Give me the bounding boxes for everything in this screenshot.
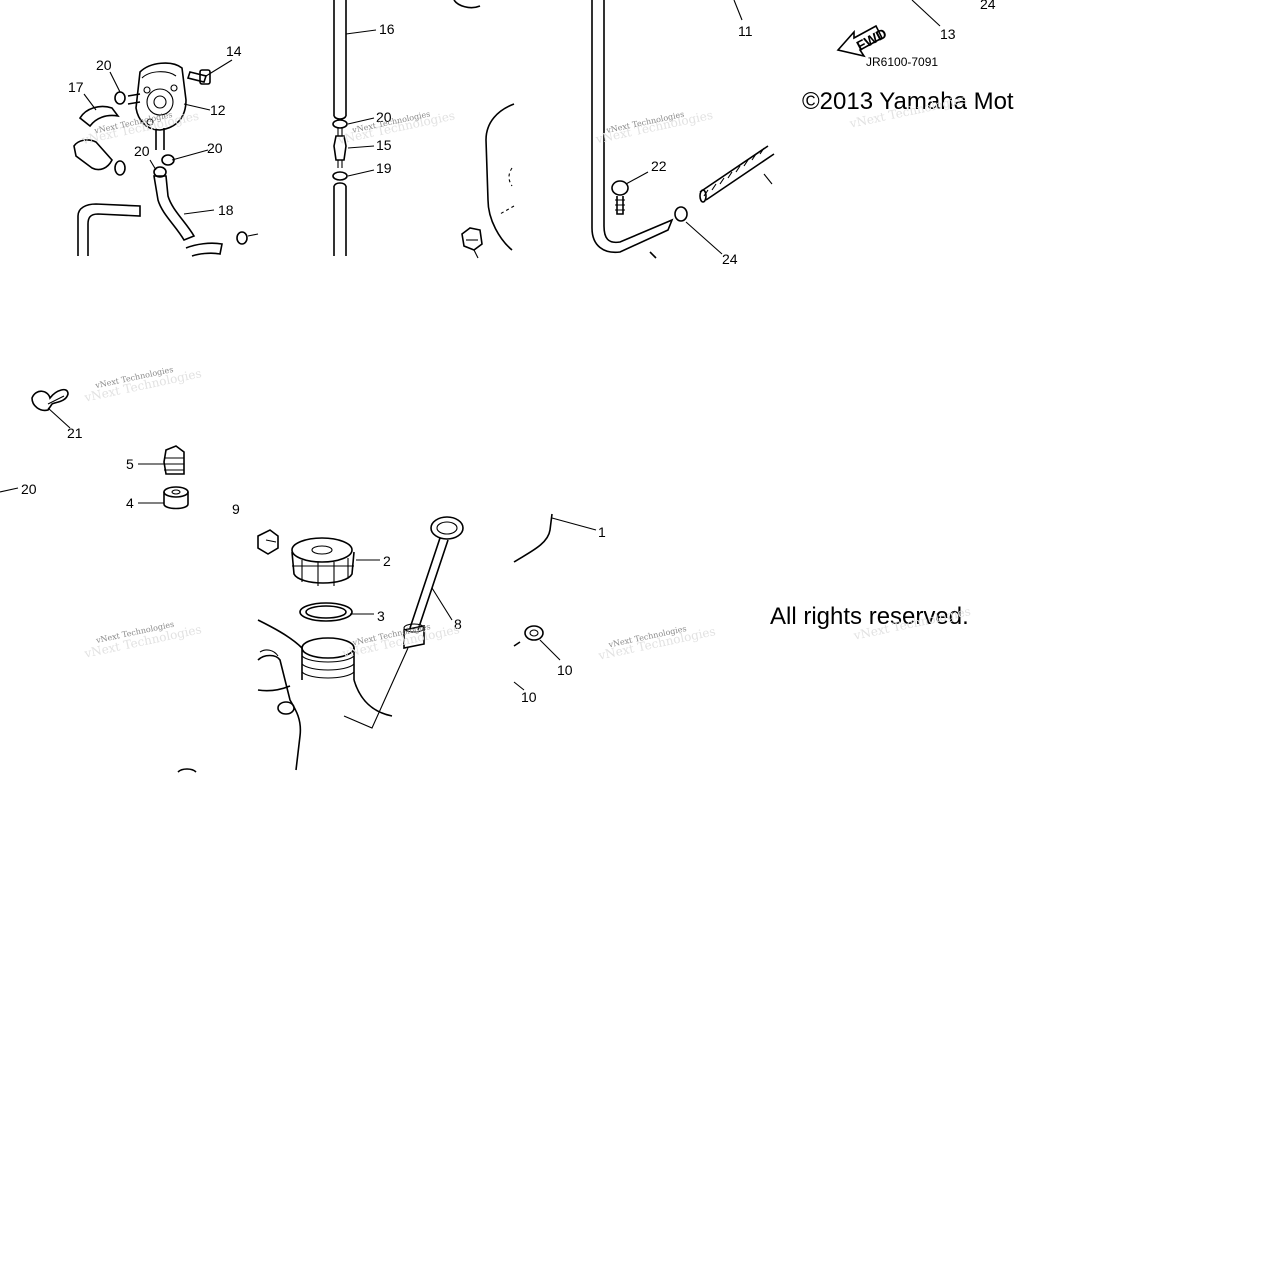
callout: 14	[226, 43, 242, 59]
callout: 20	[376, 109, 392, 125]
callout: 20	[207, 140, 223, 156]
panel-fuel-cap	[177, 529, 393, 773]
callout: 20	[21, 481, 37, 497]
callout: 10	[557, 662, 573, 678]
callout: 22	[651, 158, 667, 174]
callout: 2	[383, 553, 391, 569]
callout: 19	[376, 160, 392, 176]
panel-tank-bottom	[513, 513, 597, 691]
panel-tank-top	[453, 0, 515, 259]
callout: 11	[738, 23, 753, 39]
callout: 21	[67, 425, 83, 441]
panel-small-parts	[0, 388, 189, 510]
callout-labels: 16 14 20 17 12 20 15 20 20 19 18 11 24 1…	[21, 0, 996, 705]
callout: 15	[376, 137, 392, 153]
callout: 16	[379, 21, 395, 37]
callout: 12	[210, 102, 226, 118]
callout: 20	[134, 143, 150, 159]
drawing-code: JR6100-7091	[866, 55, 938, 69]
callout: 24	[722, 251, 738, 267]
callout: 5	[126, 456, 134, 472]
rights-text: All rights reserved.	[770, 603, 969, 630]
callout: 4	[126, 495, 134, 511]
spring	[699, 145, 775, 203]
callout: 10	[521, 689, 537, 705]
callout: 20	[96, 57, 112, 73]
callout: 1	[598, 524, 606, 540]
callout: 17	[68, 79, 84, 95]
copyright-text: ©2013 Yamaha Mot	[802, 88, 1014, 115]
fwd-arrow-icon	[836, 24, 884, 58]
hose-clip-21	[31, 388, 69, 412]
panel-fuel-pump	[73, 59, 259, 257]
panel-dipstick	[343, 516, 464, 729]
watermarks: vNext Technologies vNext Technologies vN…	[80, 92, 972, 663]
callout: 13	[940, 26, 956, 42]
callout: 3	[377, 608, 385, 624]
callout: 9	[232, 501, 240, 517]
callout: 18	[218, 202, 234, 218]
panel-breather-hose	[332, 0, 377, 256]
callout: 24	[980, 0, 996, 12]
panel-legend	[836, 0, 941, 58]
callout: 8	[454, 616, 462, 632]
panel-vent-hose	[591, 0, 775, 259]
drawing-notes: FWD JR6100-7091 ©2013 Yamaha Mot All rig…	[770, 25, 1014, 630]
